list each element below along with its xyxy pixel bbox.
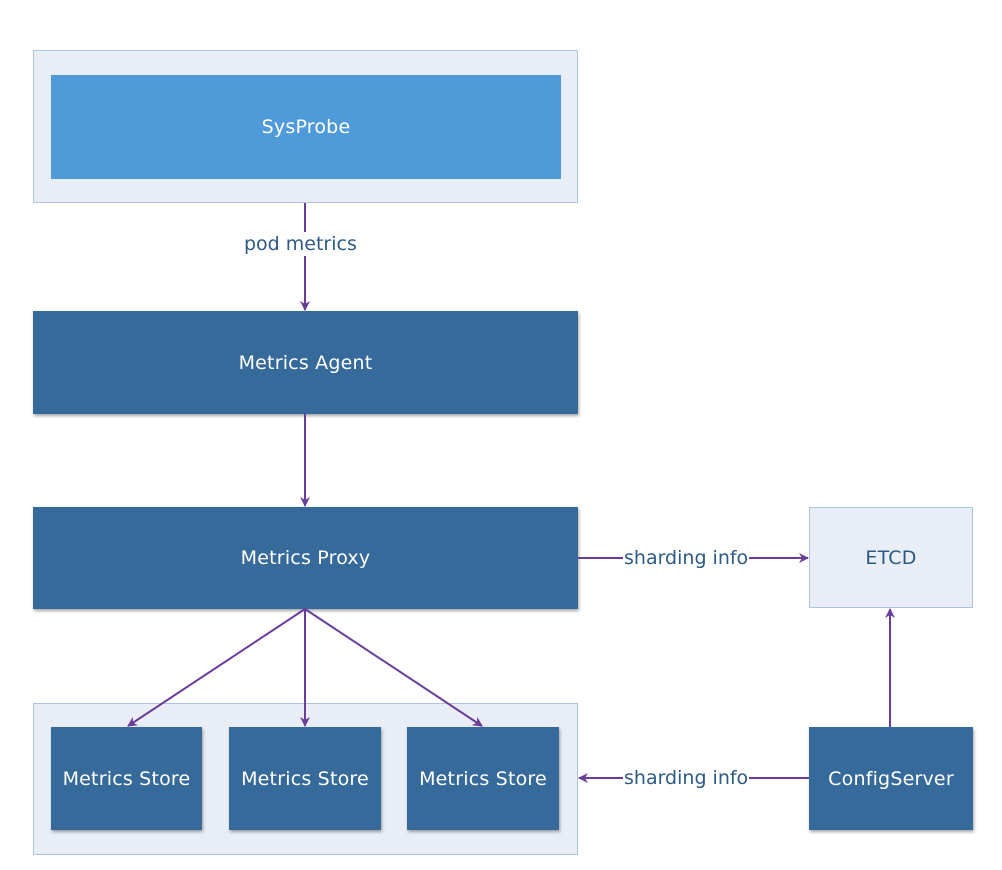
pod-metrics-label: pod metrics — [243, 232, 358, 256]
sysprobe-label: SysProbe — [261, 116, 351, 138]
metrics-store-label: Metrics Store — [419, 767, 547, 790]
config-server-node: ConfigServer — [809, 727, 973, 830]
metrics-proxy-node: Metrics Proxy — [33, 507, 578, 609]
arrow-proxy-to-store-3 — [304, 608, 483, 727]
etcd-label: ETCD — [865, 546, 917, 569]
metrics-agent-label: Metrics Agent — [238, 351, 373, 374]
sysprobe-node: SysProbe — [51, 75, 561, 179]
arrow-proxy-to-store-1 — [127, 608, 306, 727]
etcd-node: ETCD — [809, 507, 973, 608]
metrics-proxy-label: Metrics Proxy — [240, 547, 371, 569]
sharding-info-label-stores: sharding info — [623, 766, 750, 790]
config-server-label: ConfigServer — [828, 767, 954, 790]
sharding-info-label-etcd: sharding info — [623, 546, 750, 570]
metrics-store-label: Metrics Store — [62, 767, 191, 790]
metrics-store-node: Metrics Store — [407, 727, 559, 830]
metrics-agent-node: Metrics Agent — [33, 311, 578, 414]
metrics-store-label: Metrics Store — [241, 767, 369, 790]
metrics-store-node: Metrics Store — [51, 727, 202, 830]
metrics-store-node: Metrics Store — [229, 727, 381, 830]
